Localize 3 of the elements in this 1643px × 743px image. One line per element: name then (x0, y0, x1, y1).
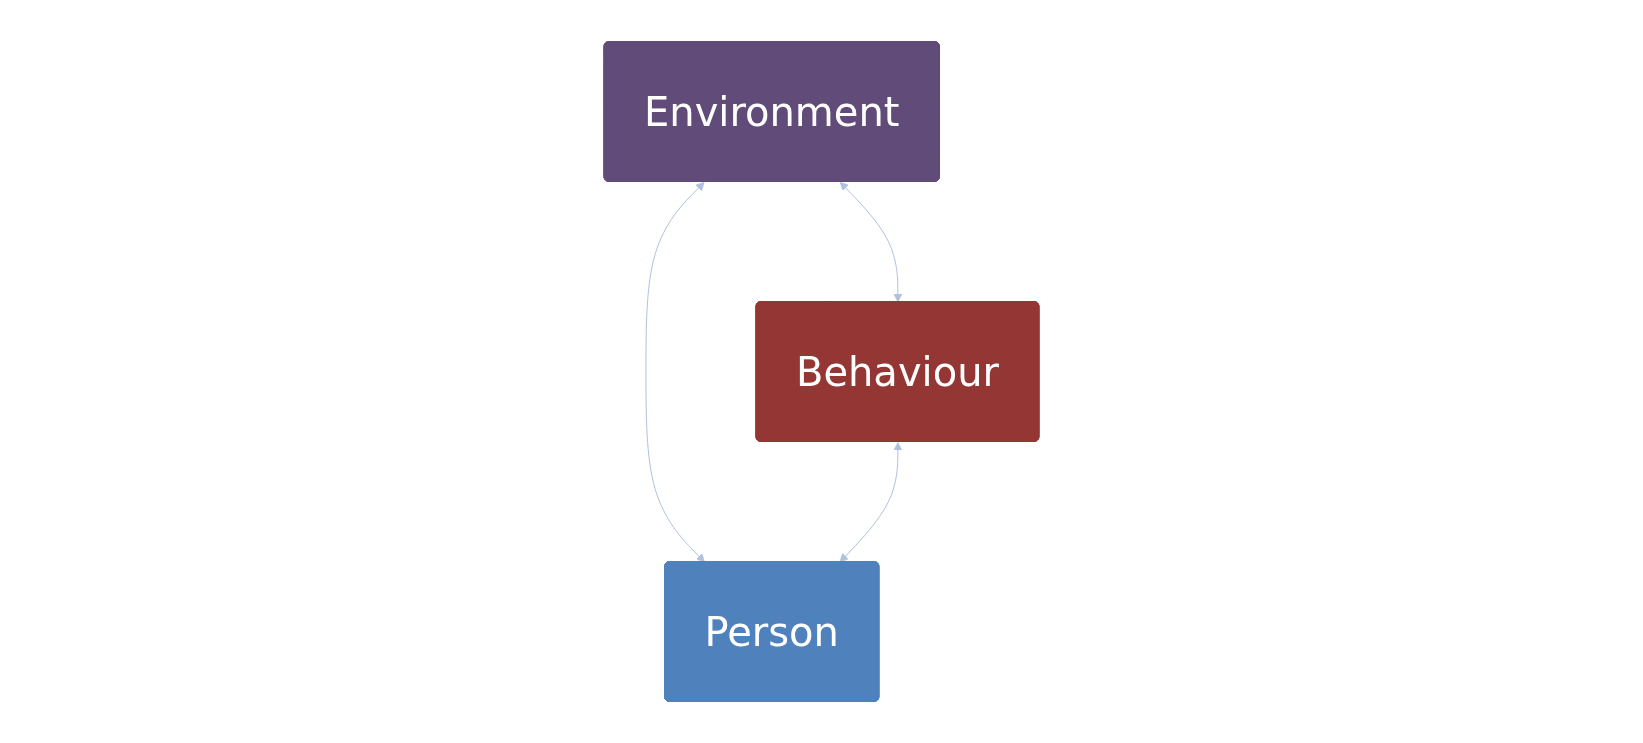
arrow (645, 181, 705, 563)
arrow (839, 181, 903, 303)
arrow (839, 442, 903, 563)
